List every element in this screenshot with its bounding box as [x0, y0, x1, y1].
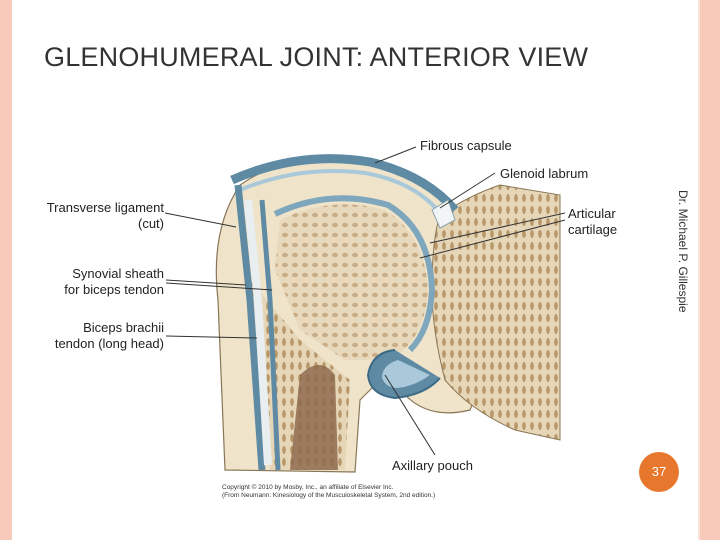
figure-copyright: Copyright © 2010 by Mosby, Inc., an affi…: [222, 484, 435, 500]
label-fibrous-capsule: Fibrous capsule: [420, 138, 512, 154]
label-axillary-pouch: Axillary pouch: [392, 458, 473, 474]
label-synovial-sheath: Synovial sheath for biceps tendon: [30, 266, 164, 298]
page-number-badge: 37: [639, 452, 679, 492]
label-transverse-ligament: Transverse ligament (cut): [30, 200, 164, 232]
label-biceps-tendon: Biceps brachii tendon (long head): [30, 320, 164, 352]
author-credit: Dr. Michael P. Gillespie: [676, 190, 690, 313]
label-glenoid-labrum: Glenoid labrum: [500, 166, 588, 182]
label-articular-cartilage: Articular cartilage: [568, 206, 617, 238]
